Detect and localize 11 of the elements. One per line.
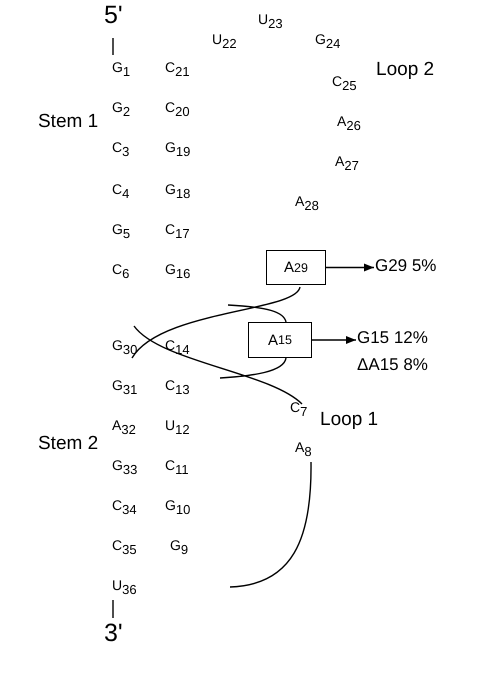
- region-label: Loop 1: [320, 410, 378, 431]
- region-label: Stem 1: [38, 112, 98, 133]
- strand-end-label: 3': [104, 620, 123, 648]
- region-label: Loop 2: [376, 60, 434, 81]
- region-label: Stem 2: [38, 434, 98, 455]
- mutation-label: ΔA15 8%: [357, 356, 428, 375]
- strand-end-label: 5': [104, 2, 123, 30]
- arrow: [326, 264, 374, 272]
- mutation-label: G29 5%: [375, 256, 436, 276]
- mutation-label: G15 12%: [357, 328, 428, 348]
- arrow: [312, 336, 356, 344]
